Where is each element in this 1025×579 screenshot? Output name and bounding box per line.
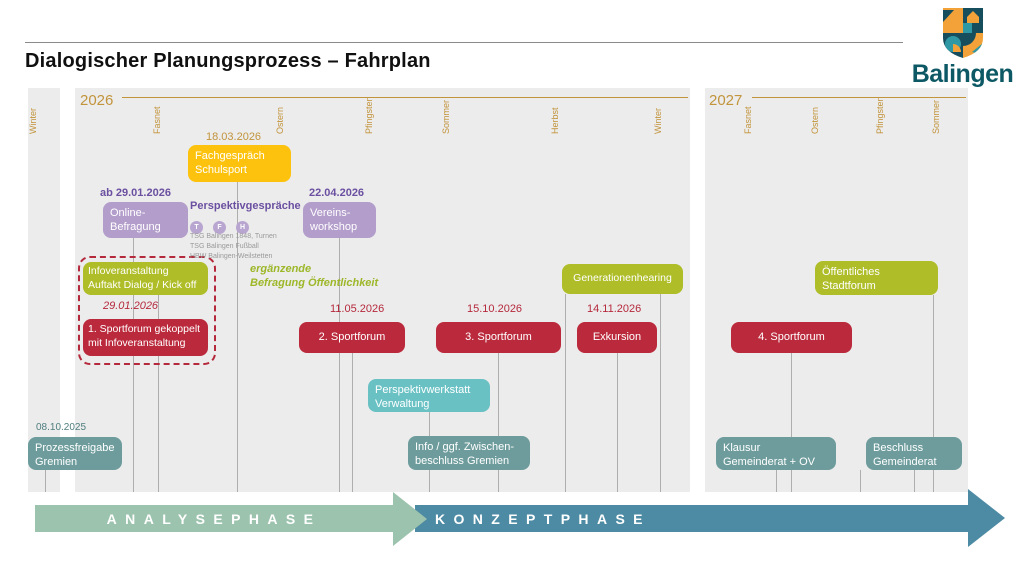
connector-line [352, 353, 353, 492]
club-circle-h: H [236, 221, 249, 234]
event-beschluss-gemeinderat: Beschluss Gemeinderat [866, 437, 962, 470]
event-klausur-gemeinderat: Klausur Gemeinderat + OV [716, 437, 836, 470]
event-generationenhearing: Generationenhearing [562, 264, 683, 294]
perspektivgespraeche-title: Perspektivgespräche [190, 200, 301, 212]
season-2026-fasnet: Fasnet [152, 106, 162, 134]
header-divider [25, 42, 903, 43]
connector-line [660, 294, 661, 492]
event-online-befragung: Online- Befragung [103, 202, 188, 238]
season-2026-sommer: Sommer [441, 99, 451, 134]
connector-line [158, 295, 159, 492]
balingen-logo: Balingen [905, 8, 1020, 89]
phase-arrow-konzeptphase: KONZEPTPHASE [415, 505, 968, 532]
date-sportforum2: 11.05.2026 [330, 303, 385, 315]
event-oeffentliches-stadtforum: Öffentliches Stadtforum [815, 261, 938, 295]
connector-line [237, 182, 238, 492]
konzeptphase-label: KONZEPTPHASE [435, 510, 651, 527]
year-line-2027 [752, 97, 966, 98]
analysephase-arrowhead-icon [393, 492, 427, 546]
connector-line [339, 237, 340, 492]
club-circle-t: T [190, 221, 203, 234]
connector-line [617, 353, 618, 492]
connector-line [860, 470, 861, 492]
connector-line [791, 353, 792, 492]
date-sportforum1: 29.01.2026 [103, 300, 159, 312]
page-title: Dialogischer Planungsprozess – Fahrplan [25, 50, 431, 72]
year-label-2026: 2026 [80, 92, 114, 109]
event-sportforum-3: 3. Sportforum [436, 322, 561, 353]
event-fachgespraech-schulsport: Fachgespräch Schulsport [188, 145, 291, 182]
date-online-befragung: ab 29.01.2026 [100, 187, 171, 199]
year-label-2027: 2027 [709, 92, 743, 109]
konzeptphase-arrowhead-icon [968, 489, 1005, 547]
date-exkursion: 14.11.2026 [587, 303, 642, 315]
season-2026-herbst: Herbst [550, 107, 560, 134]
event-vereinsworkshop: Vereins- workshop [303, 202, 376, 238]
season-2026-pfingsten: Pfingsten [364, 96, 374, 134]
event-sportforum-2: 2. Sportforum [299, 322, 405, 353]
pre-2026-winter-strip [28, 88, 60, 492]
club-circle-f: F [213, 221, 226, 234]
perspektivgespraeche-clubs: TSG Balingen 1848, Turnen TSG Balingen F… [190, 233, 277, 261]
kickoff-group-outline [78, 256, 216, 365]
date-fachgespraech: 18.03.2026 [206, 131, 262, 143]
connector-line [565, 294, 566, 492]
connector-line [498, 353, 499, 492]
season-2027-pfingsten: Pfingsten [875, 96, 885, 134]
season-2026-winter: Winter [653, 107, 663, 134]
date-sportforum3: 15.10.2026 [467, 303, 523, 315]
event-prozessfreigabe-gremien: Prozessfreigabe Gremien [28, 437, 122, 470]
date-vereinsworkshop: 22.04.2026 [309, 187, 365, 199]
event-perspektivwerkstatt-verwaltung: Perspektivwerkstatt Verwaltung [368, 379, 490, 412]
balingen-crest-icon [942, 8, 983, 58]
season-2027-sommer: Sommer [931, 99, 941, 134]
event-sportforum-1: 1. Sportforum gekoppelt mit Infoveransta… [83, 319, 208, 356]
connector-line [933, 295, 934, 492]
connector-line [45, 470, 46, 492]
season-2027-ostern: Ostern [810, 106, 820, 134]
balingen-logo-text: Balingen [911, 60, 1014, 88]
connector-line [914, 470, 915, 492]
event-exkursion: Exkursion [577, 322, 657, 353]
ergaenzende-befragung-note: ergänzende Befragung Öffentlichkeit [250, 263, 379, 289]
season-winter-pre: Winter [28, 107, 38, 134]
event-infoveranstaltung-kickoff: Infoveranstaltung Auftakt Dialog / Kick … [83, 262, 208, 295]
connector-line [776, 470, 777, 492]
phase-arrow-analysephase: ANALYSEPHASE [35, 505, 393, 532]
event-sportforum-4: 4. Sportforum [731, 322, 852, 353]
year-line-2026 [122, 97, 688, 98]
season-2026-ostern: Ostern [275, 106, 285, 134]
analysephase-label: ANALYSEPHASE [106, 510, 322, 527]
date-prozessfreigabe: 08.10.2025 [36, 422, 87, 433]
event-zwischenbeschluss-gremien: Info / ggf. Zwischen- beschluss Gremien [408, 436, 530, 470]
season-2027-fasnet: Fasnet [743, 106, 753, 134]
